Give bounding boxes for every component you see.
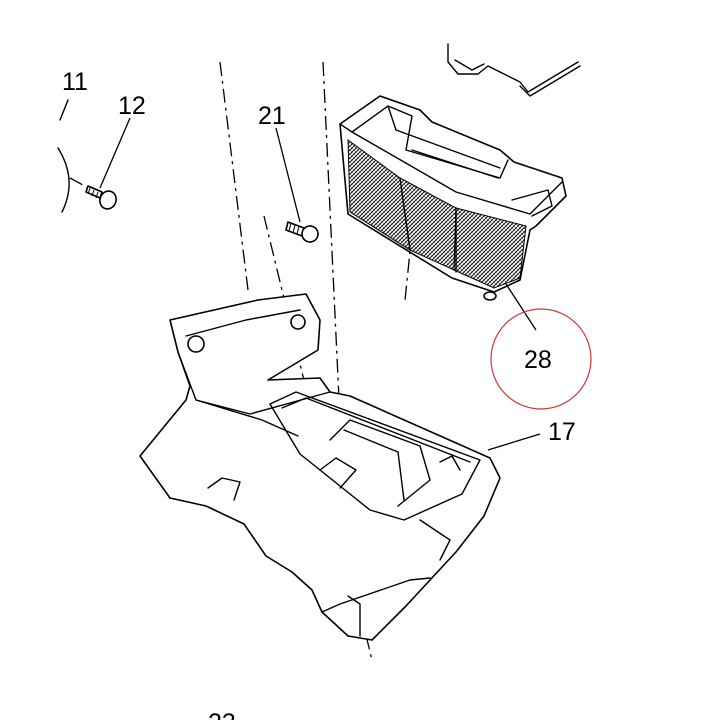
callout-17: 17	[548, 418, 576, 446]
screw-21-icon	[285, 221, 319, 243]
callout-11: 11	[62, 68, 88, 96]
highlight-circle-28	[490, 308, 592, 410]
callout-21: 21	[258, 102, 286, 130]
screw-12-icon	[85, 185, 117, 210]
storage-box-28	[339, 95, 567, 301]
upper-bracket-part	[447, 43, 581, 97]
callout-28: 28	[524, 346, 552, 374]
callout-23-partial: 23	[208, 709, 236, 720]
part-11-edge	[57, 99, 70, 213]
callout-12: 12	[118, 92, 146, 120]
under-tray-17	[139, 293, 501, 641]
leader-lines	[99, 117, 541, 451]
